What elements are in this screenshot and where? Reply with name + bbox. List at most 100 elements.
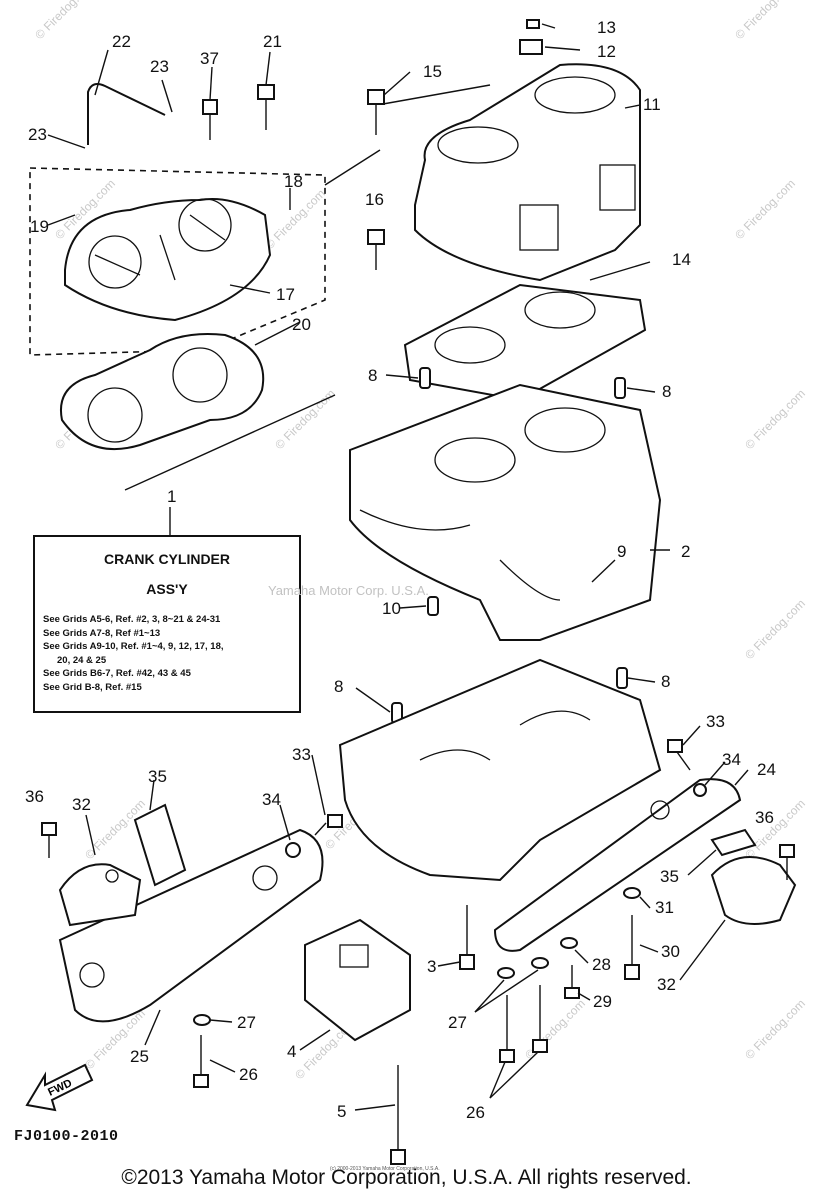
- base-gasket: [403, 283, 647, 402]
- tiny-copyright-note: (c) 2000-2013 Yamaha Motor Corporation, …: [330, 1166, 440, 1172]
- bolt-15: [367, 89, 385, 135]
- watermark: © Firedog.com: [742, 796, 808, 862]
- callout-33: 33: [292, 745, 311, 764]
- pin-10: [427, 596, 439, 616]
- callout-21: 21: [263, 32, 282, 51]
- callout-14: 14: [672, 250, 691, 269]
- crank-cylinder-note-box: CRANK CYLINDER ASS'Y See Grids A5-6, Ref…: [33, 535, 301, 713]
- crank-note: See Grids A5-6, Ref. #2, 3, 8~21 & 24-31: [43, 614, 221, 625]
- crank-note: See Grids B6-7, Ref. #42, 43 & 45: [43, 668, 191, 679]
- callout-27: 27: [448, 1013, 467, 1032]
- washer-34-right: [693, 783, 707, 797]
- callout-36: 36: [25, 787, 44, 806]
- washer-28: [560, 937, 578, 949]
- bolt-26-left: [193, 1035, 209, 1088]
- center-watermark: Yamaha Motor Corp. U.S.A.: [268, 583, 429, 598]
- callout-15: 15: [423, 62, 442, 81]
- callout-35: 35: [148, 767, 167, 786]
- crank-note: See Grid B-8, Ref. #15: [43, 681, 142, 693]
- bolt-33-right: [667, 739, 691, 771]
- washer-31: [623, 887, 641, 899]
- callout-16: 16: [365, 190, 384, 209]
- crank-note: See Grids A9-10, Ref. #1~4, 9, 12, 17, 1…: [43, 641, 224, 652]
- callout-12: 12: [597, 42, 616, 61]
- callout-23: 23: [150, 57, 169, 76]
- watermark: © Firedog.com: [732, 176, 798, 242]
- crank-box-title: CRANK CYLINDER: [104, 551, 230, 567]
- cylinder-head-group: [29, 167, 326, 356]
- callout-18: 18: [284, 172, 303, 191]
- bolt-16: [367, 229, 385, 270]
- crank-box-subtitle: ASS'Y: [146, 581, 188, 597]
- washer-27b: [531, 957, 549, 969]
- callout-28: 28: [592, 955, 611, 974]
- callout-2: 2: [681, 542, 690, 561]
- callout-9: 9: [617, 542, 626, 561]
- copyright-text: ©2013 Yamaha Motor Corporation, U.S.A. A…: [121, 1166, 692, 1189]
- bolt-3: [459, 905, 475, 970]
- engine-mount-left: [58, 863, 142, 927]
- callout-31: 31: [655, 898, 674, 917]
- callout-5: 5: [337, 1102, 346, 1121]
- watermark: © Firedog.com: [732, 0, 798, 42]
- callout-8: 8: [334, 677, 343, 696]
- watermark: © Firedog.com: [262, 186, 328, 252]
- watermark: © Firedog.com: [742, 996, 808, 1062]
- callout-20: 20: [292, 315, 311, 334]
- callout-22: 22: [112, 32, 131, 51]
- dowel-pin-8b: [614, 377, 626, 399]
- leader-lines: [47, 23, 749, 1111]
- callout-34: 34: [262, 790, 281, 809]
- bolt-37: [202, 99, 218, 140]
- bolt-33-left: [314, 814, 343, 836]
- callout-33: 33: [706, 712, 725, 731]
- callout-8: 8: [661, 672, 670, 691]
- callout-37: 37: [200, 49, 219, 68]
- callout-32: 32: [657, 975, 676, 994]
- head-gasket: [60, 333, 265, 451]
- engine-mount-bracket-left: [58, 828, 324, 1023]
- callout-labels: 22 23 37 21 13 12 15 11 23 18 19 16 14 1…: [25, 18, 776, 1122]
- bolt-36-right: [779, 844, 795, 880]
- bolt-36-left: [41, 822, 57, 858]
- callout-30: 30: [661, 942, 680, 961]
- crank-box-notes: See Grids A5-6, Ref. #2, 3, 8~21 & 24-31…: [43, 613, 299, 694]
- clip-35: [133, 803, 187, 887]
- callout-32: 32: [72, 795, 91, 814]
- callout-26: 26: [466, 1103, 485, 1122]
- callout-8: 8: [662, 382, 671, 401]
- watermark: © Firedog.com: [742, 386, 808, 452]
- crank-note: 20, 24 & 25: [57, 654, 107, 666]
- callout-34: 34: [722, 750, 741, 769]
- fwd-arrow: FWD: [25, 1063, 94, 1112]
- callout-1: 1: [167, 487, 176, 506]
- cap-13: [526, 19, 540, 29]
- callout-27: 27: [237, 1013, 256, 1032]
- watermark: © Firedog.com: [32, 0, 98, 42]
- callout-13: 13: [597, 18, 616, 37]
- plate-35-right: [710, 828, 757, 857]
- callout-19: 19: [30, 217, 49, 236]
- engine-mount-bracket-right: [493, 778, 742, 952]
- engine-mount-right: [710, 856, 797, 925]
- callout-26: 26: [239, 1065, 258, 1084]
- dowel-pin-8d: [616, 667, 628, 689]
- callout-17: 17: [276, 285, 295, 304]
- callout-29: 29: [593, 992, 612, 1011]
- callout-36: 36: [755, 808, 774, 827]
- upper-crankcase: [349, 383, 662, 641]
- callout-23: 23: [28, 125, 47, 144]
- callout-24: 24: [757, 760, 776, 779]
- bolt-30: [624, 915, 640, 980]
- watermark: © Firedog.com: [742, 596, 808, 662]
- bolts-26-right: [499, 985, 548, 1063]
- callout-8: 8: [368, 366, 377, 385]
- lower-crankcase: [338, 658, 662, 882]
- callout-25: 25: [130, 1047, 149, 1066]
- diagram-code: FJ0100-2010: [14, 1128, 119, 1145]
- callout-10: 10: [382, 599, 401, 618]
- washer-27-left: [193, 1014, 211, 1026]
- bolt-29: [564, 965, 580, 999]
- crank-note: See Grids A7-8, Ref #1~13: [43, 627, 161, 639]
- washer-27a: [497, 967, 515, 979]
